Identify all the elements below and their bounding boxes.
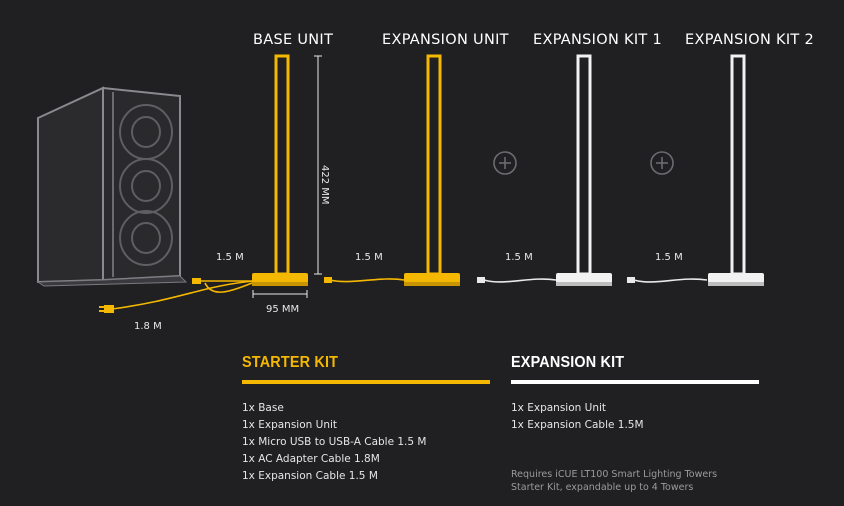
expansion-kit-title: EXPANSION KIT	[511, 354, 625, 371]
expansion-kit-2-tower	[708, 54, 764, 286]
plus-icon	[650, 151, 674, 175]
height-dimension-line	[314, 55, 322, 275]
expansion-kit-1-tower	[556, 54, 612, 286]
width-dimension-line	[252, 290, 308, 298]
cable-length-base-expansion: 1.5 M	[355, 252, 383, 263]
base-unit-tower	[252, 54, 308, 286]
case-fan-middle	[119, 158, 173, 214]
cable-length-pc-base: 1.5 M	[216, 252, 244, 263]
pc-case-illustration	[36, 86, 188, 287]
case-fan-bottom	[119, 210, 173, 266]
starter-kit-item: 1x Base	[242, 402, 284, 414]
starter-kit-rule	[242, 380, 490, 384]
expansion-kit-1-label: EXPANSION KIT 1	[533, 32, 663, 48]
starter-kit-item: 1x Expansion Unit	[242, 419, 338, 431]
expansion-kit-item: 1x Expansion Unit	[511, 402, 607, 414]
cable-length-kit1-kit2: 1.5 M	[655, 252, 683, 263]
width-dimension-label: 95 MM	[266, 304, 300, 315]
expansion-kit-rule	[511, 380, 759, 384]
expansion-kit-2-label: EXPANSION KIT 2	[685, 32, 815, 48]
plus-icon	[493, 151, 517, 175]
starter-kit-item: 1x Micro USB to USB-A Cable 1.5 M	[242, 436, 427, 448]
expansion-kit-note-line2: Starter Kit, expandable up to 4 Towers	[511, 482, 694, 493]
starter-kit-item: 1x Expansion Cable 1.5 M	[242, 470, 378, 482]
expansion-unit-tower	[404, 54, 460, 286]
expansion-kit-note-line1: Requires iCUE LT100 Smart Lighting Tower…	[511, 469, 718, 480]
expansion-unit-label: EXPANSION UNIT	[382, 32, 509, 48]
expansion-kit-item: 1x Expansion Cable 1.5M	[511, 419, 644, 431]
cable-length-adapter: 1.8 M	[134, 321, 162, 332]
starter-kit-title: STARTER KIT	[242, 354, 339, 371]
starter-kit-item: 1x AC Adapter Cable 1.8M	[242, 453, 380, 465]
height-dimension-label: 422 MM	[319, 165, 330, 205]
base-unit-label: BASE UNIT	[253, 32, 334, 48]
cables	[99, 277, 708, 313]
cable-length-expansion-kit1: 1.5 M	[505, 252, 533, 263]
